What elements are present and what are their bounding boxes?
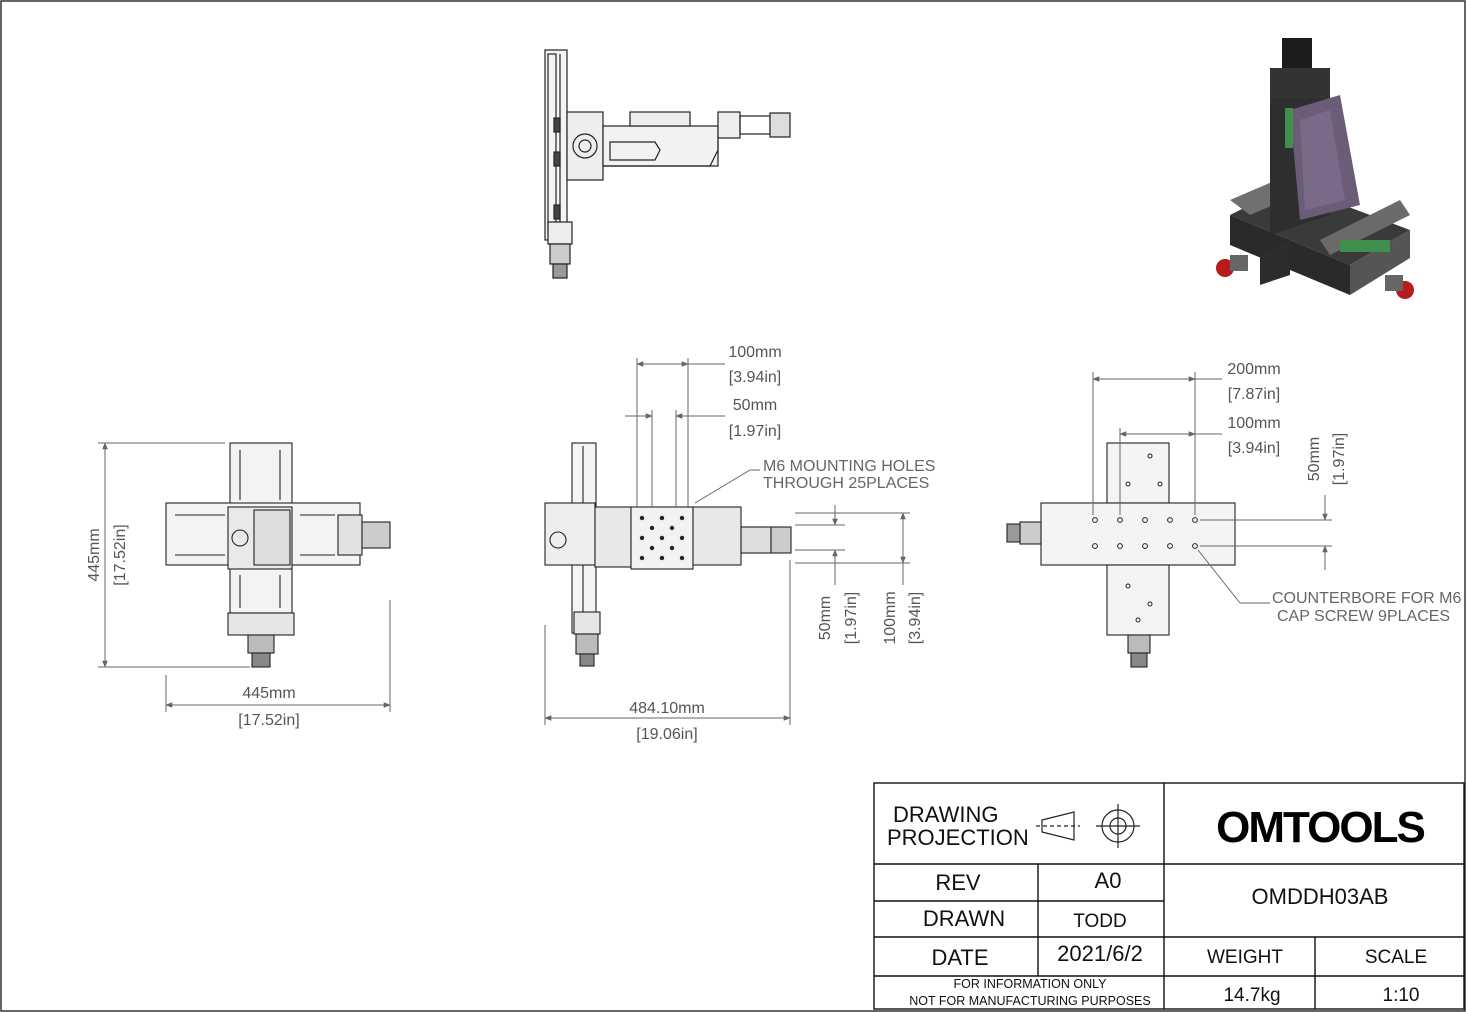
top-view-dimensions: [1092, 372, 1332, 604]
projection-label-line1: DRAWING: [893, 802, 999, 827]
front-width-mm: 445mm: [242, 685, 295, 702]
front-height-mm: 445mm: [86, 528, 103, 581]
side-top-100-mm: 100mm: [728, 344, 781, 361]
drawn-value: TODD: [1073, 911, 1126, 932]
side-view: [544, 442, 792, 667]
third-angle-projection-icon: [1036, 804, 1140, 848]
side-overall-in: [19.06in]: [636, 726, 697, 743]
side-overall-mm: 484.10mm: [629, 700, 705, 717]
side-right-50-in: [1.97in]: [843, 592, 860, 644]
side-top-50-in: [1.97in]: [729, 423, 781, 440]
side-right-100-mm: 100mm: [882, 591, 899, 644]
part-number: OMDDH03AB: [1252, 884, 1389, 909]
front-height-in: [17.52in]: [112, 524, 129, 585]
top-view: [1006, 442, 1236, 668]
side-top-50-mm: 50mm: [733, 397, 777, 414]
title-block: [873, 782, 1465, 1010]
top-100-in: [3.94in]: [1228, 440, 1280, 457]
weight-label: WEIGHT: [1207, 947, 1283, 968]
scale-value: 1:10: [1383, 985, 1420, 1006]
date-value: 2021/6/2: [1057, 941, 1143, 966]
weight-value: 14.7kg: [1223, 985, 1280, 1006]
top-50-in: [1.97in]: [1331, 433, 1348, 485]
top-200-mm: 200mm: [1227, 361, 1280, 378]
isometric-view: [1216, 38, 1414, 299]
front-view: [165, 442, 391, 668]
front-width-in: [17.52in]: [238, 712, 299, 729]
side-right-100-in: [3.94in]: [907, 592, 924, 644]
side-top-100-in: [3.94in]: [729, 369, 781, 386]
disclaimer-line1: FOR INFORMATION ONLY: [953, 977, 1107, 991]
side-right-50-mm: 50mm: [817, 596, 834, 640]
mounting-note-line1: M6 MOUNTING HOLES: [763, 458, 935, 475]
date-label: DATE: [931, 945, 988, 970]
top-view-holes: [1092, 453, 1198, 623]
projection-label-line2: PROJECTION: [887, 825, 1029, 850]
scale-label: SCALE: [1365, 947, 1427, 968]
top-50-mm: 50mm: [1306, 437, 1323, 481]
top-100-mm: 100mm: [1227, 415, 1280, 432]
side-view-dimensions: [544, 358, 910, 725]
disclaimer-line2: NOT FOR MANUFACTURING PURPOSES: [909, 994, 1150, 1008]
rev-label: REV: [935, 870, 981, 895]
counterbore-note-line2: CAP SCREW 9PLACES: [1277, 608, 1450, 625]
rev-value: A0: [1095, 868, 1122, 893]
mounting-note-line2: THROUGH 25PLACES: [763, 475, 929, 492]
company-logo: OMTOOLS: [1216, 803, 1424, 852]
top-200-in: [7.87in]: [1228, 386, 1280, 403]
front-view-dimensions: [98, 442, 391, 712]
side-view-holes: [639, 515, 685, 561]
upper-side-view: [544, 49, 791, 279]
counterbore-note-line1: COUNTERBORE FOR M6: [1272, 590, 1461, 607]
drawn-label: DRAWN: [923, 906, 1005, 931]
